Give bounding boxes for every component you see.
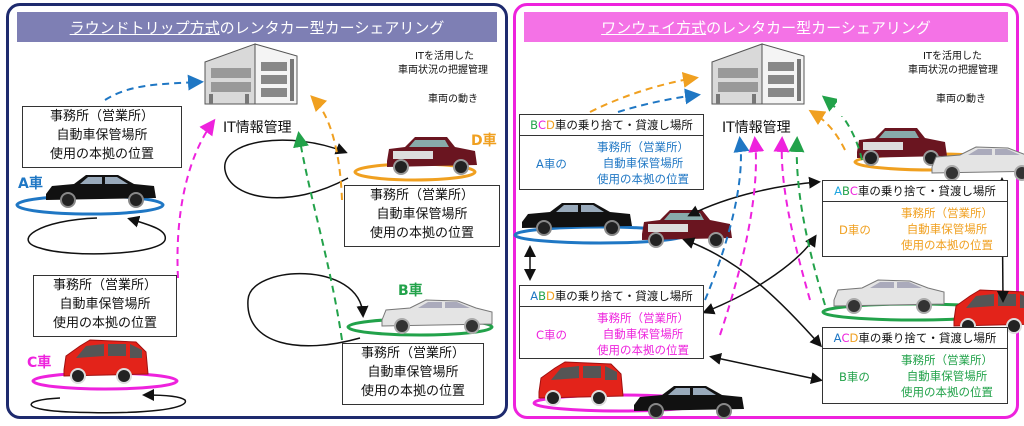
station-letter: C: [841, 331, 850, 345]
vehicle-letter: D: [839, 223, 848, 237]
title-rest: のレンタカー型カーシェアリング: [219, 18, 445, 37]
station-lines: 事務所（営業所） 自動車保管場所 使用の本拠の位置: [901, 205, 993, 253]
one-way-panel: ワンウェイ方式のレンタカー型カーシェアリング: [513, 3, 1019, 419]
office-line1: 事務所（営業所）: [52, 278, 157, 293]
office-line3: 使用の本拠の位置: [597, 343, 689, 357]
station-vehicle: B車の: [839, 369, 870, 385]
office-line2: 自動車保管場所: [376, 207, 468, 222]
office-line2: 自動車保管場所: [906, 369, 988, 383]
title-rest: のレンタカー型カーシェアリング: [706, 18, 931, 37]
office-box-a: 事務所（営業所） 自動車保管場所 使用の本拠の位置: [22, 106, 182, 168]
station-letter: C: [538, 118, 547, 132]
station-lines: 事務所（営業所） 自動車保管場所 使用の本拠の位置: [901, 352, 993, 400]
station-lines: 事務所（営業所） 自動車保管場所 使用の本拠の位置: [597, 310, 689, 358]
station-letter: D: [546, 118, 555, 132]
legend-move: 車両の動き: [428, 94, 478, 105]
station-letter: A: [833, 331, 842, 345]
station-letter: A: [834, 184, 842, 198]
office-line1: 事務所（営業所）: [901, 353, 993, 367]
station-letter: D: [545, 289, 555, 303]
station-header-suffix: 車の乗り捨て・貸渡し場所: [554, 118, 693, 132]
office-line1: 事務所（営業所）: [901, 206, 993, 220]
station-letter: C: [849, 184, 858, 198]
it-management-label: IT情報管理: [223, 120, 292, 136]
station-header-suffix: 車の乗り捨て・貸渡し場所: [554, 289, 693, 303]
office-box-d: 事務所（営業所） 自動車保管場所 使用の本拠の位置: [344, 185, 500, 247]
office-box-c: 事務所（営業所） 自動車保管場所 使用の本拠の位置: [33, 275, 177, 337]
station-letter: B: [530, 118, 538, 132]
vehicle-suffix: 車の: [847, 223, 871, 237]
round-trip-title: ラウンドトリップ方式のレンタカー型カーシェアリング: [17, 12, 497, 42]
round-trip-panel: ラウンドトリップ方式のレンタカー型カーシェアリング: [6, 3, 508, 419]
office-line1: 事務所（営業所）: [597, 311, 689, 325]
office-line2: 自動車保管場所: [906, 222, 988, 236]
vehicle-letter: B: [839, 370, 847, 384]
legend-it-line1: ITを活用した: [414, 51, 474, 62]
station-lines: 事務所（営業所） 自動車保管場所 使用の本拠の位置: [597, 139, 689, 187]
vehicle-suffix: 車の: [543, 157, 567, 171]
office-line1: 事務所（営業所）: [360, 346, 465, 361]
office-line3: 使用の本拠の位置: [52, 316, 157, 331]
station-letter: D: [849, 331, 859, 345]
legend-box-right: ITを活用した 車両状況の把握管理 車両の動き: [837, 44, 1008, 116]
office-line3: 使用の本拠の位置: [597, 172, 689, 186]
office-line2: 自動車保管場所: [602, 327, 684, 341]
station-body: B車の 事務所（営業所） 自動車保管場所 使用の本拠の位置: [823, 349, 1007, 403]
station-body: D車の 事務所（営業所） 自動車保管場所 使用の本拠の位置: [823, 202, 1007, 256]
station-letter: A: [530, 289, 539, 303]
legend-it-line2: 車両状況の把握管理: [398, 65, 488, 76]
office-box-b: 事務所（営業所） 自動車保管場所 使用の本拠の位置: [342, 343, 484, 405]
vehicle-letter: A: [536, 157, 544, 171]
vehicle-suffix: 車の: [544, 328, 568, 342]
car-d-label: D車: [471, 133, 497, 149]
legend-box: ITを活用した 車両状況の把握管理 車両の動き: [334, 44, 500, 116]
office-line3: 使用の本拠の位置: [49, 147, 154, 162]
station-letter: B: [538, 289, 546, 303]
office-line3: 使用の本拠の位置: [901, 238, 993, 252]
office-line1: 事務所（営業所）: [369, 188, 474, 203]
station-body: A車の 事務所（営業所） 自動車保管場所 使用の本拠の位置: [520, 136, 703, 189]
office-line2: 自動車保管場所: [367, 365, 459, 380]
title-underlined: ラウンドトリップ方式: [69, 18, 220, 37]
legend-move: 車両の動き: [936, 94, 986, 105]
vehicle-letter: C: [536, 328, 545, 342]
station-vehicle: A車の: [536, 156, 567, 172]
office-line2: 自動車保管場所: [59, 297, 151, 312]
legend-it-line1: ITを活用した: [922, 51, 982, 62]
one-way-title: ワンウェイ方式のレンタカー型カーシェアリング: [524, 12, 1008, 42]
station-body: C車の 事務所（営業所） 自動車保管場所 使用の本拠の位置: [520, 307, 703, 358]
station-letter: B: [841, 184, 850, 198]
car-b-label: B車: [398, 283, 423, 299]
title-underlined: ワンウェイ方式: [601, 18, 707, 37]
office-line1: 事務所（営業所）: [49, 109, 154, 124]
vehicle-suffix: 車の: [846, 370, 870, 384]
car-a-label: A車: [18, 176, 43, 192]
office-line3: 使用の本拠の位置: [901, 385, 993, 399]
car-c-label: C車: [27, 355, 52, 371]
station-header-suffix: 車の乗り捨て・貸渡し場所: [858, 331, 997, 345]
station-vehicle: D車の: [839, 222, 871, 238]
office-line2: 自動車保管場所: [56, 128, 148, 143]
office-line2: 自動車保管場所: [602, 156, 684, 170]
station-vehicle: C車の: [536, 327, 567, 343]
legend-it-line2: 車両状況の把握管理: [908, 65, 998, 76]
station-header-suffix: 車の乗り捨て・貸渡し場所: [857, 184, 996, 198]
office-line1: 事務所（営業所）: [597, 140, 689, 154]
office-line3: 使用の本拠の位置: [369, 226, 474, 241]
office-line3: 使用の本拠の位置: [360, 384, 465, 399]
it-management-label-right: IT情報管理: [722, 120, 791, 136]
